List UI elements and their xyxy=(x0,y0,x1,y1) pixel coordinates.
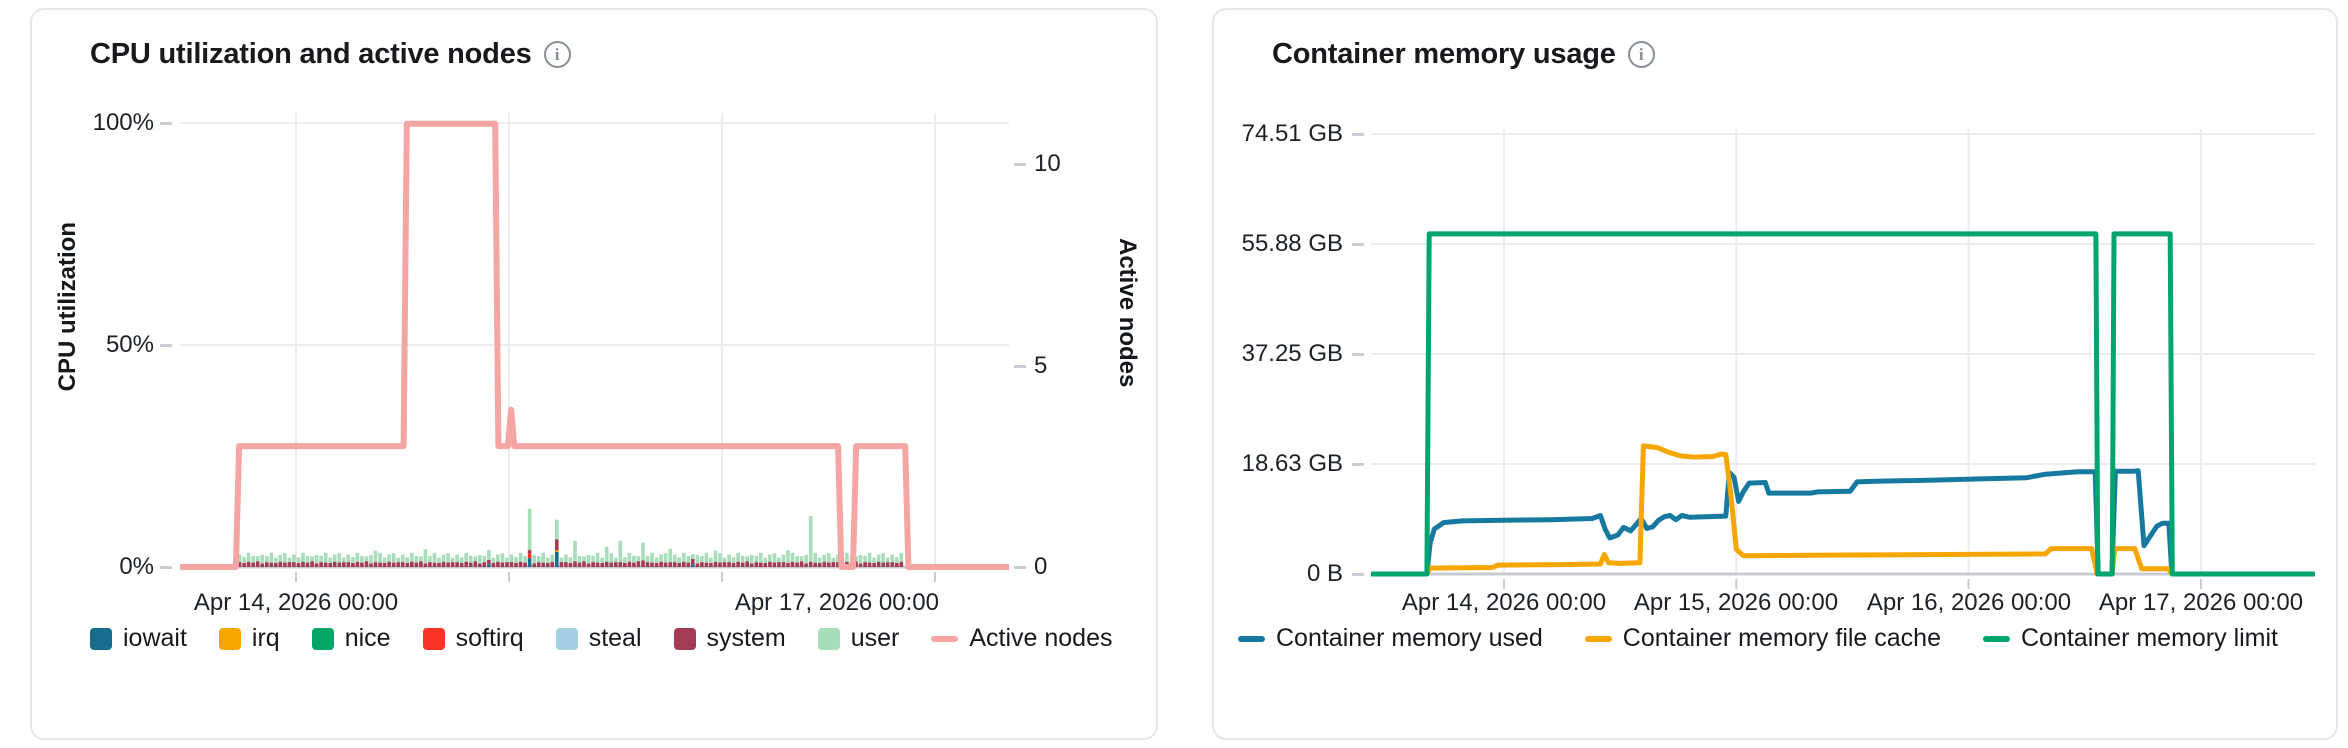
tick-mark xyxy=(1352,463,1364,466)
cpu-y-left-axis-title: CPU utilization xyxy=(54,222,81,392)
legend-swatch xyxy=(673,627,696,650)
legend-label: Active nodes xyxy=(969,624,1113,652)
tick-mark xyxy=(1352,133,1364,136)
tick-mark xyxy=(1352,243,1364,246)
tick-mark xyxy=(160,344,172,347)
legend-label: irq xyxy=(251,624,280,652)
legend-item-container-memory-used[interactable]: Container memory used xyxy=(1238,624,1543,653)
mem-x-tick: Apr 15, 2026 00:00 xyxy=(1633,589,1839,616)
cpu-y-right-tick: 10 xyxy=(1034,150,1061,177)
mem-card-title: Container memory usage xyxy=(1272,38,1616,70)
legend-label: user xyxy=(850,624,900,652)
legend-item-container-memory-file-cache[interactable]: Container memory file cache xyxy=(1584,624,1941,653)
legend-swatch xyxy=(555,627,578,650)
legend-swatch xyxy=(90,627,112,650)
legend-label: system xyxy=(706,624,786,652)
info-icon[interactable]: i xyxy=(1627,41,1655,68)
mem-x-tick: Apr 17, 2026 00:00 xyxy=(2098,589,2304,616)
legend-item-iowait[interactable]: iowait xyxy=(90,624,187,653)
cpu-utilization-card: CPU utilization and active nodes i CPU u… xyxy=(30,8,1158,740)
mem-chart-plot xyxy=(1371,129,2315,589)
tick-mark xyxy=(1014,365,1026,368)
legend-swatch xyxy=(218,627,241,650)
tick-mark xyxy=(1352,573,1364,576)
legend-item-system[interactable]: system xyxy=(673,624,786,653)
cpu-y-right-tick: 0 xyxy=(1034,553,1048,580)
container-memory-card: Container memory usage i Container memor… xyxy=(1212,8,2338,740)
mem-x-tick: Apr 16, 2026 00:00 xyxy=(1866,589,2072,616)
cpu-y-left-tick: 0% xyxy=(119,553,154,580)
legend-label: Container memory used xyxy=(1276,624,1543,652)
tick-mark xyxy=(160,122,172,125)
legend-swatch xyxy=(422,627,445,650)
tick-mark xyxy=(1352,353,1364,356)
legend-item-container-memory-limit[interactable]: Container memory limit xyxy=(1983,624,2278,653)
legend-swatch xyxy=(311,627,334,650)
legend-swatch xyxy=(1983,635,2010,642)
tick-mark xyxy=(1014,163,1026,166)
legend-label: nice xyxy=(344,624,391,652)
mem-y-tick: 55.88 GB xyxy=(1241,230,1343,257)
legend-label: softirq xyxy=(455,624,524,652)
mem-chart-legend: Container memory used Container memory fi… xyxy=(1238,624,2278,653)
mem-x-tick: Apr 14, 2026 00:00 xyxy=(1401,589,1607,616)
mem-y-tick: 74.51 GB xyxy=(1241,120,1343,147)
cpu-card-title: CPU utilization and active nodes xyxy=(90,38,532,70)
legend-label: Container memory file cache xyxy=(1622,624,1941,652)
cpu-card-header: CPU utilization and active nodes i xyxy=(90,38,571,71)
legend-item-irq[interactable]: irq xyxy=(218,624,280,653)
cpu-x-tick: Apr 17, 2026 00:00 xyxy=(734,589,939,616)
tick-mark xyxy=(1014,566,1026,569)
cpu-chart-legend: iowait irq nice softirq steal system user Activ… xyxy=(90,624,1112,653)
mem-y-tick: 0 B xyxy=(1306,560,1343,587)
mem-card-header: Container memory usage i xyxy=(1272,38,1655,71)
legend-item-steal[interactable]: steal xyxy=(555,624,642,653)
legend-item-softirq[interactable]: softirq xyxy=(422,624,524,653)
cpu-y-right-tick: 5 xyxy=(1034,352,1048,379)
legend-swatch xyxy=(1584,635,1612,642)
legend-item-nice[interactable]: nice xyxy=(311,624,391,653)
info-icon[interactable]: i xyxy=(543,41,571,68)
legend-swatch xyxy=(1238,635,1265,642)
legend-swatch xyxy=(931,635,959,642)
mem-y-tick: 18.63 GB xyxy=(1241,450,1343,477)
cpu-y-right-axis-title: Active nodes xyxy=(1114,238,1141,388)
cpu-chart-plot xyxy=(180,113,1009,582)
legend-label: Container memory limit xyxy=(2021,624,2279,652)
cpu-x-tick: Apr 14, 2026 00:00 xyxy=(193,589,399,616)
legend-item-user[interactable]: user xyxy=(817,624,900,653)
legend-label: steal xyxy=(588,624,642,652)
legend-label: iowait xyxy=(123,624,187,652)
legend-swatch xyxy=(817,627,840,650)
mem-y-tick: 37.25 GB xyxy=(1241,340,1343,367)
tick-mark xyxy=(160,566,172,569)
cpu-y-left-tick: 50% xyxy=(105,331,154,358)
cpu-y-left-tick: 100% xyxy=(92,109,154,136)
legend-item-active-nodes[interactable]: Active nodes xyxy=(931,624,1112,653)
